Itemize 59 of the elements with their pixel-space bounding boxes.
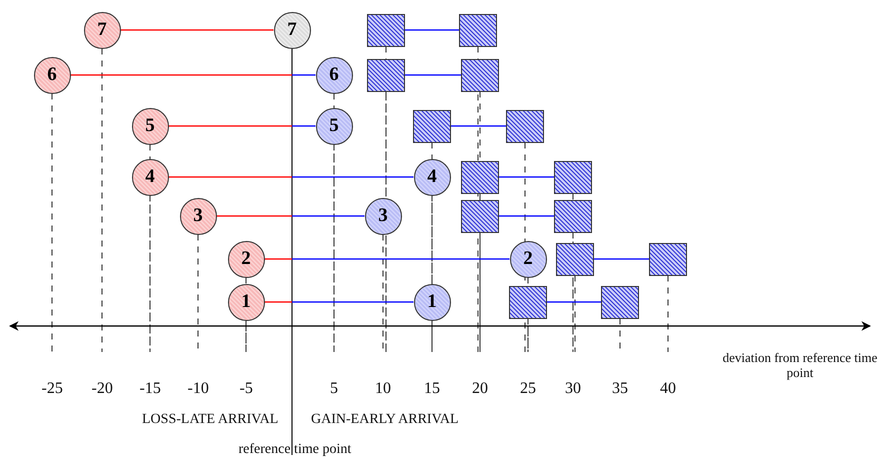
hatched-square bbox=[649, 242, 687, 276]
connector-line bbox=[499, 176, 554, 178]
connector-line bbox=[168, 176, 414, 178]
connector-line bbox=[405, 74, 461, 76]
tick-label: 30 bbox=[565, 380, 581, 398]
numbered-circle: 3 bbox=[180, 198, 216, 234]
numbered-circle: 1 bbox=[228, 284, 264, 320]
numbered-circle: 7 bbox=[274, 12, 310, 48]
numbered-circle: 4 bbox=[414, 158, 450, 196]
tick-label: -25 bbox=[42, 380, 63, 398]
connector-line bbox=[120, 29, 274, 31]
hatched-square bbox=[461, 160, 499, 194]
connector-line bbox=[547, 301, 601, 303]
hatched-square bbox=[601, 286, 639, 318]
hatched-square bbox=[506, 110, 544, 142]
numbered-circle: 2 bbox=[228, 240, 264, 278]
hatched-square bbox=[554, 200, 592, 232]
hatched-square bbox=[461, 58, 499, 92]
hatched-square bbox=[554, 160, 592, 194]
hatched-square bbox=[367, 58, 405, 92]
numbered-circle: 4 bbox=[132, 158, 168, 196]
tick-label: 15 bbox=[424, 380, 440, 398]
numbered-circle: 6 bbox=[34, 56, 70, 94]
tick-label: -15 bbox=[140, 380, 161, 398]
connector-line bbox=[594, 258, 649, 260]
hatched-square bbox=[461, 200, 499, 232]
numbered-circle: 6 bbox=[316, 56, 352, 94]
numbered-circle: 3 bbox=[364, 198, 402, 234]
tick-label: 40 bbox=[660, 380, 676, 398]
tick-label: 25 bbox=[520, 380, 536, 398]
numbered-circle: 7 bbox=[84, 12, 120, 48]
tick-label: -20 bbox=[92, 380, 113, 398]
connector-line bbox=[451, 125, 506, 127]
region-label: GAIN-EARLY ARRIVAL bbox=[311, 412, 459, 428]
numbered-circle: 2 bbox=[510, 240, 546, 278]
hatched-square bbox=[459, 14, 497, 46]
connector-line bbox=[264, 258, 510, 260]
reference-label: reference time point bbox=[238, 442, 352, 458]
hatched-square bbox=[367, 14, 405, 46]
tick-label: 10 bbox=[375, 380, 391, 398]
connector-line bbox=[216, 215, 364, 217]
tick-label: 35 bbox=[612, 380, 628, 398]
tick-label: 5 bbox=[330, 380, 338, 398]
numbered-circle: 5 bbox=[316, 108, 352, 144]
tick-label: 20 bbox=[472, 380, 488, 398]
connector-line bbox=[168, 125, 316, 127]
connector-line bbox=[264, 301, 414, 303]
tick-label: -10 bbox=[188, 380, 209, 398]
axis-title: deviation from reference time point bbox=[722, 350, 878, 380]
connector-line bbox=[499, 215, 554, 217]
tick-label: -5 bbox=[240, 380, 253, 398]
connector-line bbox=[70, 74, 316, 76]
numbered-circle: 1 bbox=[414, 284, 450, 320]
hatched-square bbox=[556, 242, 594, 276]
hatched-square bbox=[509, 286, 547, 318]
region-label: LOSS-LATE ARRIVAL bbox=[142, 412, 278, 428]
hatched-square bbox=[413, 110, 451, 142]
connector-line bbox=[405, 29, 459, 31]
numbered-circle: 5 bbox=[132, 108, 168, 144]
